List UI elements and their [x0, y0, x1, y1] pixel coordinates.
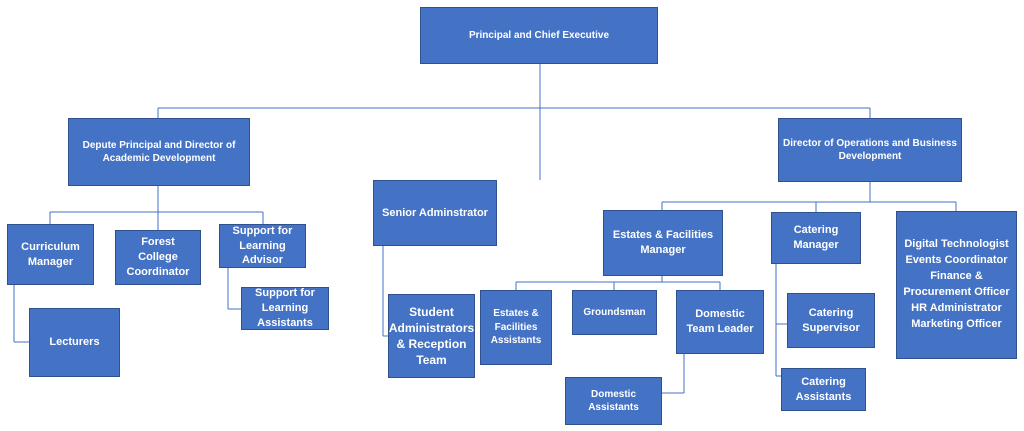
node-senior-administrator[interactable]: Senior Adminstrator	[373, 180, 497, 246]
node-senior-administrator-label: Senior Adminstrator	[382, 206, 488, 219]
node-lecturers[interactable]: Lecturers	[29, 308, 120, 377]
node-groundsman[interactable]: Groundsman	[572, 290, 657, 335]
node-groundsman-label: Groundsman	[583, 306, 646, 318]
staff-events-coordinator: Events Coordinator	[905, 254, 1008, 267]
node-catering-assistants[interactable]: Catering Assistants	[781, 368, 866, 411]
node-domestic-assistants-label: Domestic Assistants	[588, 388, 639, 414]
node-catering-manager[interactable]: Catering Manager	[771, 212, 861, 264]
node-forest-college-coordinator[interactable]: Forest College Coordinator	[115, 230, 201, 285]
node-catering-assistants-label: Catering Assistants	[795, 375, 852, 403]
staff-finance-procurement-officer: Finance & Procurement Officer	[903, 270, 1010, 298]
node-estates-assistants[interactable]: Estates & Facilities Assistants	[480, 290, 552, 365]
staff-digital-technologist: Digital Technologist	[904, 238, 1009, 251]
node-catering-supervisor[interactable]: Catering Supervisor	[787, 293, 875, 348]
node-support-assistants-label: Support for Learning Assistants	[255, 287, 315, 329]
staff-hr-administrator: HR Administrator	[911, 301, 1002, 314]
staff-marketing-officer: Marketing Officer	[911, 317, 1002, 330]
node-principal-label: Principal and Chief Executive	[468, 29, 610, 41]
node-director-operations[interactable]: Director of Operations and Business Deve…	[778, 118, 962, 182]
node-support-advisor[interactable]: Support for Learning Advisor	[219, 224, 306, 268]
node-catering-supervisor-label: Catering Supervisor	[802, 306, 860, 334]
node-depute-principal[interactable]: Depute Principal and Director of Academi…	[68, 118, 250, 186]
node-curriculum-manager-label: Curriculum Manager	[21, 240, 80, 268]
node-student-administrators-label: Student Administrators & Reception Team	[388, 304, 475, 368]
node-catering-manager-label: Catering Manager	[793, 224, 839, 251]
node-domestic-team-leader-label: Domestic Team Leader	[686, 308, 754, 335]
node-domestic-team-leader[interactable]: Domestic Team Leader	[676, 290, 764, 354]
node-estates-manager-label: Estates & Facilities Manager	[612, 229, 714, 256]
node-curriculum-manager[interactable]: Curriculum Manager	[7, 224, 94, 285]
node-lecturers-label: Lecturers	[49, 336, 100, 349]
node-domestic-assistants[interactable]: Domestic Assistants	[565, 377, 662, 425]
node-student-administrators[interactable]: Student Administrators & Reception Team	[388, 294, 475, 378]
node-operations-staff-list[interactable]: Digital Technologist Events Coordinator …	[896, 211, 1017, 359]
node-support-assistants[interactable]: Support for Learning Assistants	[241, 287, 329, 330]
node-estates-manager[interactable]: Estates & Facilities Manager	[603, 210, 723, 276]
node-director-operations-label: Director of Operations and Business Deve…	[783, 137, 957, 163]
node-principal[interactable]: Principal and Chief Executive	[420, 7, 658, 64]
node-forest-college-coordinator-label: Forest College Coordinator	[126, 236, 190, 278]
node-estates-assistants-label: Estates & Facilities Assistants	[490, 308, 542, 347]
node-support-advisor-label: Support for Learning Advisor	[232, 224, 293, 267]
node-depute-principal-label: Depute Principal and Director of Academi…	[82, 139, 236, 165]
